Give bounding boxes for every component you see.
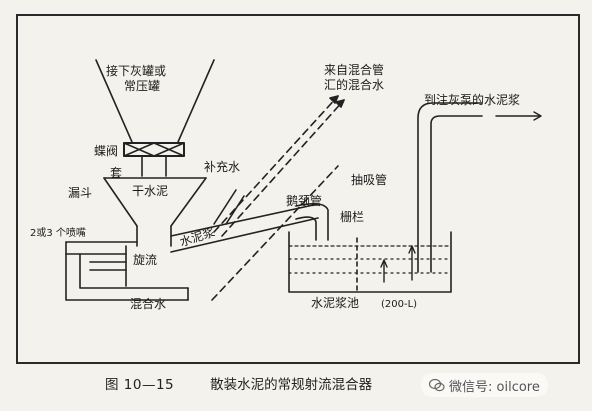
mix-pipe-source-label: 来自混合管: [324, 63, 385, 77]
upper-hopper: [95, 59, 215, 143]
makeup-water-pipe: [213, 189, 245, 225]
sleeve-label: 套: [110, 166, 123, 180]
fence-label: 栅栏: [340, 210, 365, 224]
mix-pipe-source-label-2: 汇的混合水: [324, 78, 385, 92]
to-pump-arrow-icon: [495, 111, 542, 121]
figure-caption: 图 10—15 散装水泥的常规射流混合器: [105, 373, 372, 393]
funnel-body: [103, 177, 207, 247]
nozzles-label: 2或3 个喷嘴: [30, 228, 86, 239]
slurry-tank-label: 水泥浆池: [311, 296, 360, 310]
slurry-tank: [288, 231, 452, 293]
watermark: 微信号: oilcore: [421, 373, 548, 397]
gooseneck-pipe: [295, 202, 329, 241]
swirl-label: 旋流: [133, 253, 158, 267]
wechat-icon: [429, 378, 445, 392]
suction-pipe: [417, 102, 483, 273]
arrow-head-icon: [329, 95, 345, 108]
sleeve: [141, 155, 167, 177]
diagram-frame: [16, 14, 580, 364]
makeup-water-label: 补充水: [204, 160, 241, 174]
figure-title: 散装水泥的常规射流混合器: [210, 377, 373, 393]
funnel-label: 漏斗: [68, 186, 93, 200]
mixing-chamber: [65, 241, 189, 301]
flow-arrow-icon: [380, 245, 416, 283]
gooseneck-label: 鹅颈管: [286, 194, 323, 208]
discharge-pipe: [170, 203, 319, 253]
figure-number: 图 10—15: [105, 377, 175, 393]
hopper-label-2: 常压罐: [124, 79, 161, 93]
to-pump-label: 到注灰泵的水泥浆: [424, 93, 521, 107]
suction-pipe-label: 抽吸管: [351, 173, 388, 187]
watermark-text: 微信号: oilcore: [449, 379, 540, 395]
mix-water-arrows: [211, 95, 345, 301]
mixing-water-label: 混合水: [130, 297, 167, 311]
butterfly-valve-icon: [123, 142, 185, 157]
butterfly-valve-label: 蝶阀: [94, 144, 119, 158]
hopper-label: 接下灰罐或: [106, 64, 167, 78]
tank-volume-label: (200-L): [381, 299, 418, 310]
dry-cement-label: 干水泥: [132, 184, 169, 198]
